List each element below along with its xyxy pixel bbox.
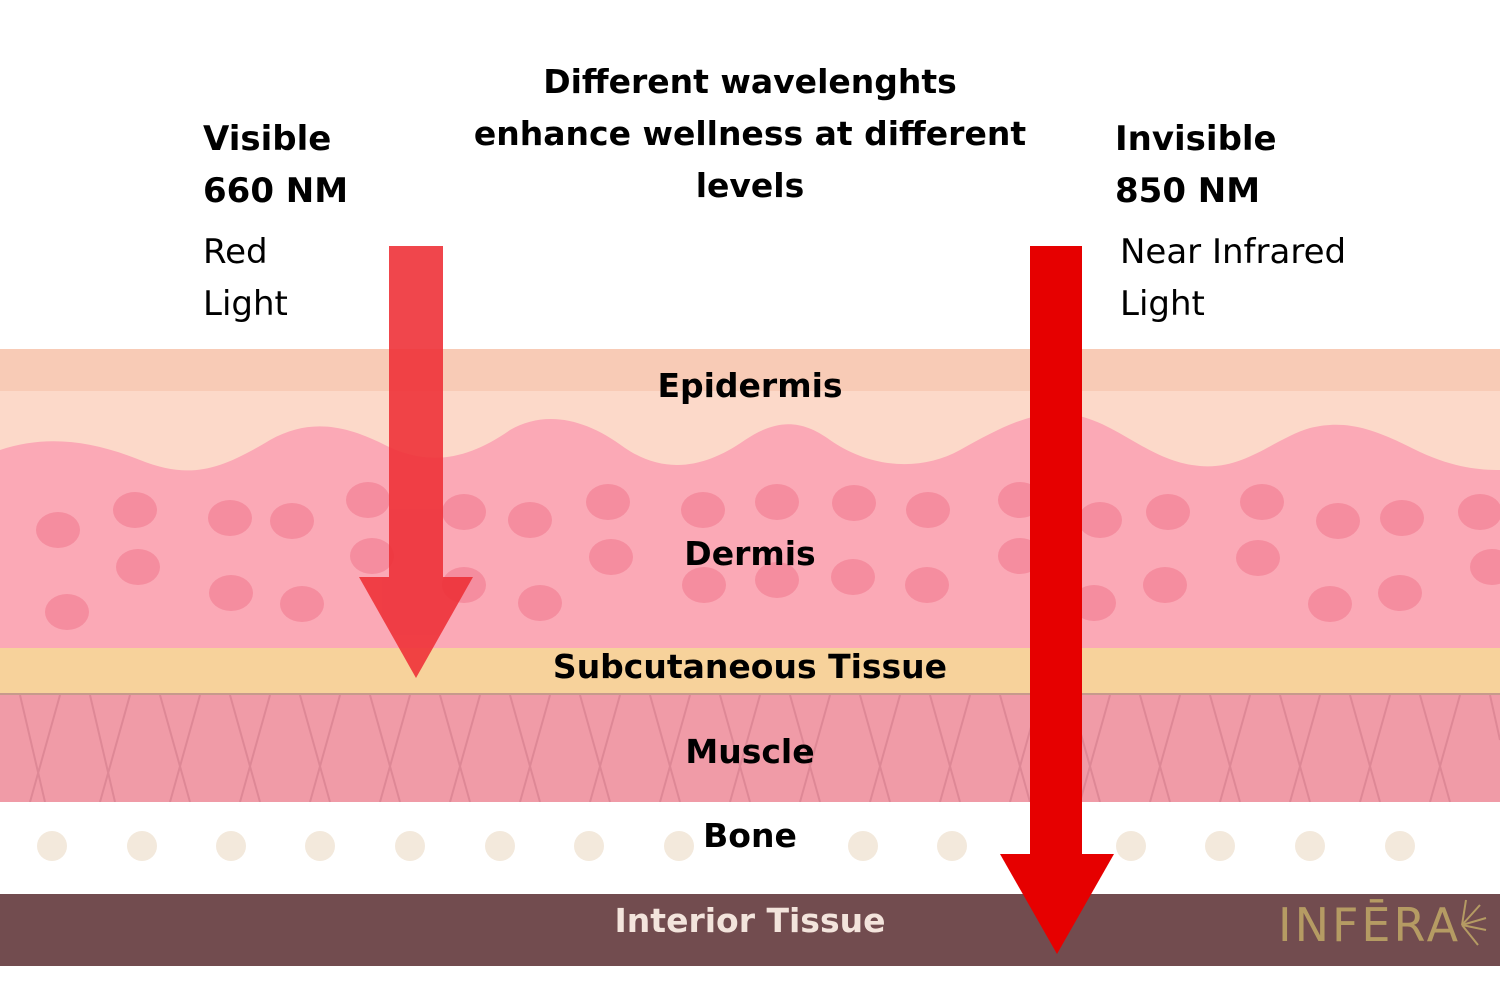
invisible-wavelength: 850 NM: [1115, 171, 1261, 211]
visible-sub-line: Light: [203, 284, 288, 324]
title-line: enhance wellness at different: [473, 114, 1027, 153]
subcutaneous-label: Subcutaneous Tissue: [552, 647, 948, 686]
bone-dots: [37, 831, 1415, 861]
diagram-title: Different wavelenghts enhance wellness a…: [450, 56, 1050, 212]
near-infrared-arrow: [1000, 246, 1114, 954]
invisible-subtitle: Near Infrared Light: [1120, 226, 1346, 330]
dermis-label: Dermis: [684, 534, 816, 573]
visible-heading: Visible 660 NM: [203, 113, 348, 217]
interior-tissue-label: Interior Tissue: [614, 901, 886, 940]
logo-burst-icon: [1461, 899, 1487, 946]
brand-logo: INFĒRA: [1278, 898, 1462, 952]
bone-band: [0, 802, 1500, 894]
invisible-sub-line: Near Infrared: [1120, 232, 1347, 272]
visible-wavelength: 660 NM: [203, 171, 349, 211]
muscle-band: [0, 695, 1500, 802]
muscle-label: Muscle: [685, 732, 815, 771]
invisible-sub-line: Light: [1120, 284, 1205, 324]
subcutaneous-band: [0, 648, 1500, 694]
red-light-arrow: [359, 246, 473, 678]
muscle-fibers: [19, 694, 1500, 803]
invisible-label: Invisible: [1115, 119, 1277, 159]
bone-label: Bone: [703, 816, 797, 855]
visible-subtitle: Red Light: [203, 226, 288, 330]
dermis-cells: [36, 482, 1500, 630]
epidermis-label: Epidermis: [657, 366, 843, 405]
title-line: levels: [695, 166, 805, 205]
epidermis-top-band: [0, 349, 1500, 391]
invisible-heading: Invisible 850 NM: [1115, 113, 1277, 217]
interior-tissue-band: [0, 894, 1500, 966]
visible-label: Visible: [203, 119, 332, 159]
visible-sub-line: Red: [203, 232, 268, 272]
title-line: Different wavelenghts: [543, 62, 957, 101]
